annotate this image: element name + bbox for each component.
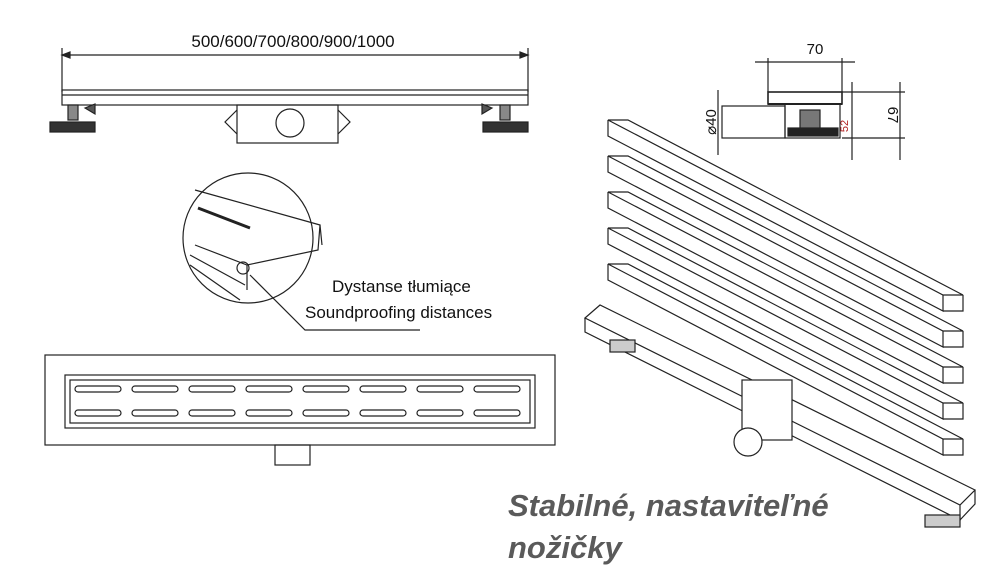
min-height-label: 52 [839, 120, 851, 132]
top-view [44, 354, 556, 466]
grate-slot [245, 385, 293, 393]
grate-slot [473, 409, 521, 417]
grate-slot [416, 385, 464, 393]
grate-layer-edge [607, 192, 964, 384]
grate-layer [607, 119, 964, 296]
caption-line-1: Stabilné, nastaviteľné [508, 488, 829, 523]
callout-leader-line [249, 274, 420, 331]
grate-layer-edge [607, 228, 964, 420]
pipe-diameter-label: ⌀40 [703, 109, 720, 135]
grate-slot [359, 409, 407, 417]
adjustable-foot-left [49, 103, 96, 133]
grate-slot [188, 409, 236, 417]
length-label: 500/600/700/800/900/1000 [191, 32, 394, 51]
grate-layer-edge [607, 120, 964, 312]
grate-slot [416, 409, 464, 417]
grate-slot [188, 385, 236, 393]
grate-slot [74, 409, 122, 417]
max-height-label: 67 [884, 107, 901, 124]
grate-slot [473, 385, 521, 393]
grate-slot [245, 409, 293, 417]
length-dimension: 500/600/700/800/900/1000 [60, 32, 530, 92]
grate-slot [302, 409, 350, 417]
grate-layer-edge [607, 264, 964, 456]
width-label: 70 [807, 41, 824, 58]
grate-layer [607, 155, 964, 332]
exploded-isometric-view [583, 119, 977, 528]
detail-view [182, 172, 420, 331]
callout-label-pl: Dystanse tłumiące [332, 277, 471, 296]
grate-slots [74, 385, 521, 417]
grate-slot [302, 385, 350, 393]
adjustable-foot-right [481, 103, 529, 133]
grate-slot [131, 409, 179, 417]
callout-label-en: Soundproofing distances [305, 303, 492, 322]
grate-layer-edge [607, 156, 964, 348]
grate-layer [607, 227, 964, 404]
caption-line-2: nožičky [508, 530, 622, 565]
grate-slot [131, 385, 179, 393]
foot [609, 339, 636, 353]
side-view [49, 89, 529, 144]
outlet-pipe [274, 444, 311, 466]
outlet-pipe [733, 427, 763, 457]
foot [924, 514, 961, 528]
grate-slot [359, 385, 407, 393]
cross-section: 70 ⌀40 52 67 [703, 41, 905, 160]
grate-slot [74, 385, 122, 393]
